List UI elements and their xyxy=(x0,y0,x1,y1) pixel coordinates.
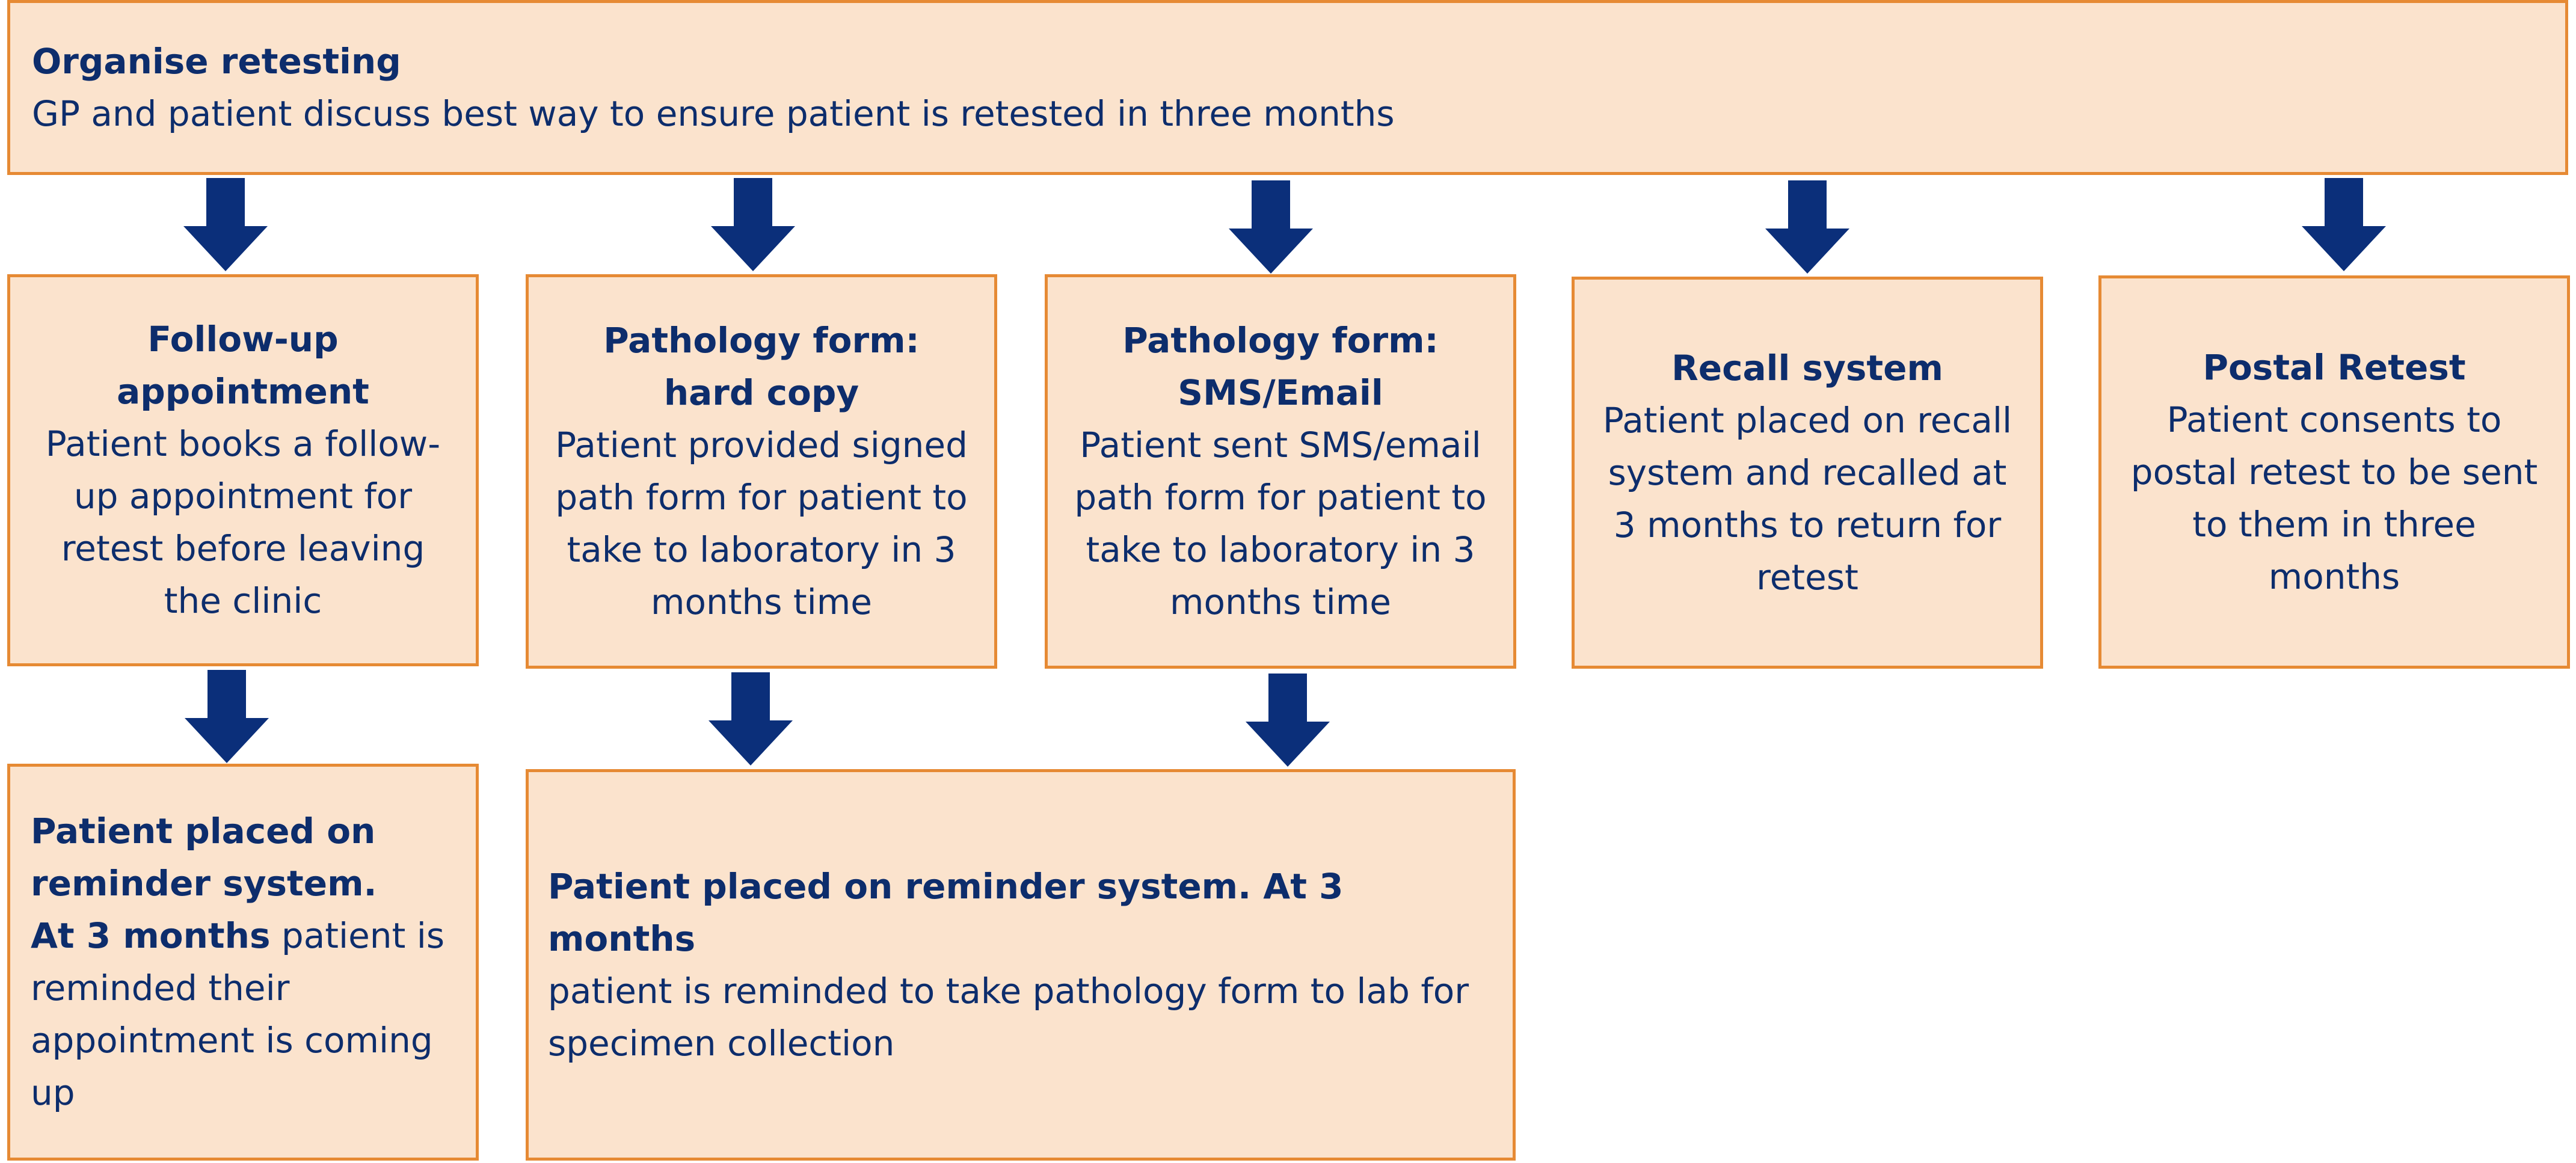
option-text: Patient placed on recall system and reca… xyxy=(1602,399,2012,598)
reminder-appointment-text: Patient placed on reminder system. At 3 … xyxy=(31,805,455,1119)
reminder-emphasis: At 3 months xyxy=(31,915,271,956)
option-title: Postal Retest xyxy=(2203,346,2466,388)
option-title: Pathology form: xyxy=(603,320,920,361)
organise-retesting-box: Organise retesting GP and patient discus… xyxy=(7,0,2568,175)
option-text: Patient provided signed path form for pa… xyxy=(555,425,968,622)
reminder-system-pathology-box: Patient placed on reminder system. At 3 … xyxy=(526,769,1516,1161)
arrow-down-icon xyxy=(185,670,269,763)
pathology-form-sms-email-box: Pathology form: SMS/Email Patient sent S… xyxy=(1045,274,1516,669)
recall-system-box: Recall system Patient placed on recall s… xyxy=(1572,277,2043,669)
follow-up-appointment-box: Follow-up appointment Patient books a fo… xyxy=(7,274,479,666)
arrow-down-icon xyxy=(711,178,795,271)
arrow-down-icon xyxy=(1229,180,1313,274)
reminder-pathology-text: patient is reminded to take pathology fo… xyxy=(548,970,1469,1064)
option-title: appointment xyxy=(117,371,369,412)
option-text: Patient sent SMS/email path form for pat… xyxy=(1074,425,1487,622)
arrow-down-icon xyxy=(2302,178,2386,271)
postal-retest-box: Postal Retest Patient consents to postal… xyxy=(2098,275,2570,669)
reminder-system-appointment-box: Patient placed on reminder system. At 3 … xyxy=(7,764,479,1161)
arrow-down-icon xyxy=(1765,180,1849,274)
option-text: Patient books a follow-up appointment fo… xyxy=(45,423,441,621)
organise-retesting-text: GP and patient discuss best way to ensur… xyxy=(32,93,1395,134)
pathology-form-hard-copy-box: Pathology form: hard copy Patient provid… xyxy=(526,274,997,669)
arrow-down-icon xyxy=(1246,674,1330,767)
option-title: Recall system xyxy=(1671,347,1943,388)
reminder-pathology-title: Patient placed on reminder system. At 3 … xyxy=(548,865,1344,959)
arrow-down-icon xyxy=(709,672,793,766)
option-title: hard copy xyxy=(663,372,859,413)
arrow-down-icon xyxy=(183,178,268,271)
reminder-body: patient is reminded their appointment is… xyxy=(31,915,445,1113)
option-text: Patient consents to postal retest to be … xyxy=(2130,399,2538,597)
option-title: Pathology form: xyxy=(1122,320,1439,361)
option-title: SMS/Email xyxy=(1178,372,1383,413)
option-title: Follow-up xyxy=(147,319,339,360)
organise-retesting-title: Organise retesting xyxy=(32,40,401,82)
reminder-title: Patient placed on reminder system. xyxy=(31,811,377,904)
